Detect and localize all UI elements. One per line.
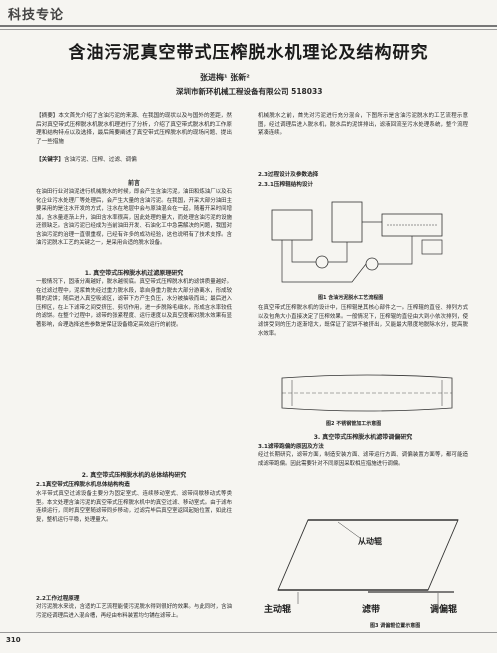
page-header: 科技专论 (0, 0, 497, 30)
header-rule-thin (0, 29, 497, 30)
abstract: 【摘要】本文首先介绍了含油污泥的来源、在我国的现状以及与国外的差距，然后对真空带… (36, 113, 232, 145)
drive-roller-label: 主动辊 (264, 603, 291, 615)
tube-diagram (281, 374, 453, 412)
figure-3: 从动辊 主动辊 滤带 调偏辊 (258, 480, 470, 620)
section2-2-text: 对污泥脱水来说，含适的工艺流程能使污泥脱水得到很好的效果。与此同时，含油污泥经调… (36, 604, 232, 619)
figure-2 (272, 370, 462, 416)
label-leader-1 (337, 521, 361, 539)
figure-1 (262, 192, 462, 292)
cake-bin (421, 239, 443, 255)
article-affiliation: 深圳市新环机械工程设备有限公司 518033 (176, 87, 323, 96)
keywords: 【关键字】含油污泥、压榨、过滤、调偏 (36, 156, 232, 165)
header-rule (0, 25, 497, 27)
footer-rule (0, 632, 497, 633)
section2-3-heading: 2.3过程设计及参数选择 (258, 172, 319, 178)
pipe-return (281, 240, 367, 283)
section2-3-1-heading: 2.3.1压榨辊结构设计 (258, 182, 314, 188)
section2-1-text: 水平带式真空过滤设备主要分为固定室式、连续移动室式、滤带间歇移动式等类型。本文处… (36, 491, 232, 523)
tank-1 (271, 209, 313, 241)
pump-icon-2 (365, 257, 379, 271)
driven-roller-label: 从动辊 (358, 536, 382, 546)
section1-text: 一般情况下，固液分离越好，脱水越彻底。真空带式压榨脱水机的滤饼质量越好。在过滤过… (36, 279, 232, 328)
section-label: 科技专论 (8, 8, 65, 23)
pump-icon (315, 255, 329, 269)
pipe-1 (291, 240, 316, 263)
section3-1-heading: 3.1滤带跑偏的原因及方法 (258, 444, 324, 450)
after-fig1-text: 在真空带式压榨脱水机的设计中，压榨辊是其核心部件之一。压榨辊的直径、排列方式以及… (258, 305, 468, 337)
section2-2-heading: 2.2工作过程原理 (36, 596, 80, 602)
pipe-2 (328, 242, 348, 263)
keywords-text: 含油污泥、压榨、过滤、调偏 (63, 157, 137, 163)
figure-3-caption: 图3 调偏辊位置示意图 (370, 623, 421, 629)
pipe-4 (378, 236, 413, 265)
roller-diagram: 从动辊 主动辊 滤带 调偏辊 (264, 519, 459, 615)
section3-heading: 3. 真空带式压榨脱水机滤带调偏研究 (313, 434, 413, 441)
section2-1-heading: 2.1真空带式压榨脱水机总体结构构造 (36, 482, 130, 488)
belt-shape (277, 519, 459, 591)
section2-heading: 2. 真空带式压榨脱水机的总体结构研究 (81, 472, 187, 479)
right-intro-text: 机械脱水之前，首先对污泥进行充分混合，下图所示是含油污泥脱水的工艺流程示意图，经… (258, 113, 468, 136)
adjust-roller-label: 调偏辊 (430, 603, 457, 615)
tube-outline (281, 374, 453, 412)
process-flow-diagram (271, 201, 443, 283)
figure-1-caption: 图1 含油污泥脱水工艺流程图 (318, 295, 384, 301)
page-number: 310 (6, 636, 21, 644)
section1-heading: 1. 真空带式压榨脱水机过滤原理研究 (84, 270, 184, 277)
keywords-label: 【关键字】 (36, 157, 64, 163)
figure-2-caption: 图2 不锈钢管加工示意图 (326, 421, 382, 427)
article-authors: 张进梅¹ 张新² (200, 73, 250, 82)
preface-heading: 前言 (127, 180, 140, 187)
section3-1-text: 经过长期研究，滤带方面，制造安装方面、滤带运行方面、调偏装置方面等，都可能造成滤… (258, 452, 468, 467)
preface-text: 在油田行业对油泥进行机械脱水的时候，即会产生含油污泥，油田和炼油厂以及石化企业污… (36, 189, 232, 246)
mixer-tank (331, 201, 363, 243)
article-title: 含油污泥真空带式压榨脱水机理论及结构研究 (68, 43, 429, 63)
filter-belt-label: 滤带 (362, 603, 380, 615)
